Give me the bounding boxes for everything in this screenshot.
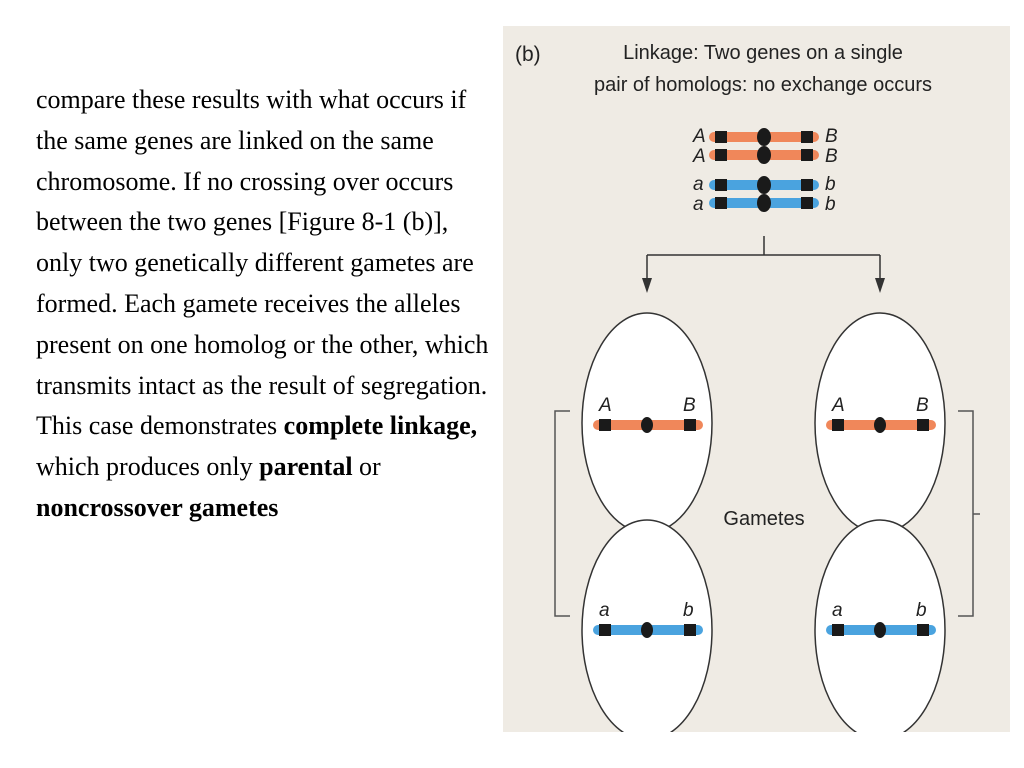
segregation-arrows bbox=[646, 236, 881, 282]
marker-left bbox=[715, 149, 727, 161]
centromere bbox=[757, 128, 771, 146]
marker-right bbox=[917, 419, 929, 431]
centromere bbox=[757, 146, 771, 164]
marker-right bbox=[684, 419, 696, 431]
allele-label-right: B bbox=[825, 126, 838, 147]
centromere bbox=[874, 622, 886, 638]
centromere bbox=[874, 417, 886, 433]
gamete-cell-top-right: A B bbox=[814, 312, 946, 534]
term-complete-linkage: complete linkage, bbox=[283, 411, 478, 441]
centromere bbox=[757, 194, 771, 212]
arrow-right-head bbox=[875, 278, 885, 293]
allele-label-left: a bbox=[832, 600, 843, 621]
allele-label-right: B bbox=[683, 395, 696, 416]
marker-right bbox=[917, 624, 929, 636]
marker-left bbox=[599, 624, 611, 636]
marker-right bbox=[801, 149, 813, 161]
chromosome-3: a b bbox=[693, 174, 836, 195]
body-text-2: which produces only bbox=[36, 452, 260, 482]
centromere bbox=[757, 176, 771, 194]
gametes-label: Gametes bbox=[723, 508, 804, 530]
term-noncrossover-gametes: noncrossover gametes bbox=[36, 492, 279, 522]
gamete-cell-bottom-right: a b bbox=[814, 519, 946, 732]
allele-label-right: B bbox=[825, 146, 838, 167]
allele-label-left: A bbox=[831, 395, 845, 416]
marker-left bbox=[715, 197, 727, 209]
marker-right bbox=[801, 179, 813, 191]
marker-left bbox=[832, 419, 844, 431]
allele-label-left: a bbox=[693, 194, 704, 215]
centromere bbox=[641, 417, 653, 433]
marker-right bbox=[684, 624, 696, 636]
marker-right bbox=[801, 197, 813, 209]
figure-title-line1: Linkage: Two genes on a single bbox=[623, 42, 903, 64]
marker-left bbox=[715, 179, 727, 191]
allele-label-left: A bbox=[692, 146, 706, 167]
homolog-pair: A B A B a b a b bbox=[692, 126, 838, 215]
chromosome-1: A B bbox=[692, 126, 838, 147]
body-text-3: or bbox=[352, 452, 381, 482]
panel-label: (b) bbox=[515, 43, 541, 66]
body-paragraph: compare these results with what occurs i… bbox=[36, 80, 496, 529]
marker-right bbox=[801, 131, 813, 143]
figure-title-line2: pair of homologs: no exchange occurs bbox=[594, 74, 932, 96]
marker-left bbox=[599, 419, 611, 431]
centromere bbox=[641, 622, 653, 638]
marker-left bbox=[832, 624, 844, 636]
allele-label-right: b bbox=[825, 174, 836, 195]
allele-label-right: b bbox=[916, 600, 927, 621]
chromosome-2: A B bbox=[692, 146, 838, 167]
linkage-diagram: (b) Linkage: Two genes on a single pair … bbox=[503, 26, 1010, 732]
linkage-figure: (b) Linkage: Two genes on a single pair … bbox=[503, 26, 1010, 732]
bracket-left bbox=[554, 410, 570, 617]
allele-label-left: a bbox=[599, 600, 610, 621]
allele-label-right: b bbox=[825, 194, 836, 215]
gamete-cell-top-left: A B bbox=[581, 312, 713, 534]
body-text-1: compare these results with what occurs i… bbox=[36, 85, 489, 441]
allele-label-left: a bbox=[693, 174, 704, 195]
allele-label-right: B bbox=[916, 395, 929, 416]
gamete-cell-bottom-left: a b bbox=[581, 519, 713, 732]
marker-left bbox=[715, 131, 727, 143]
term-parental: parental bbox=[259, 452, 353, 482]
allele-label-right: b bbox=[683, 600, 694, 621]
allele-label-left: A bbox=[692, 126, 706, 147]
chromosome-4: a b bbox=[693, 194, 836, 215]
arrow-left-head bbox=[642, 278, 652, 293]
allele-label-left: A bbox=[598, 395, 612, 416]
